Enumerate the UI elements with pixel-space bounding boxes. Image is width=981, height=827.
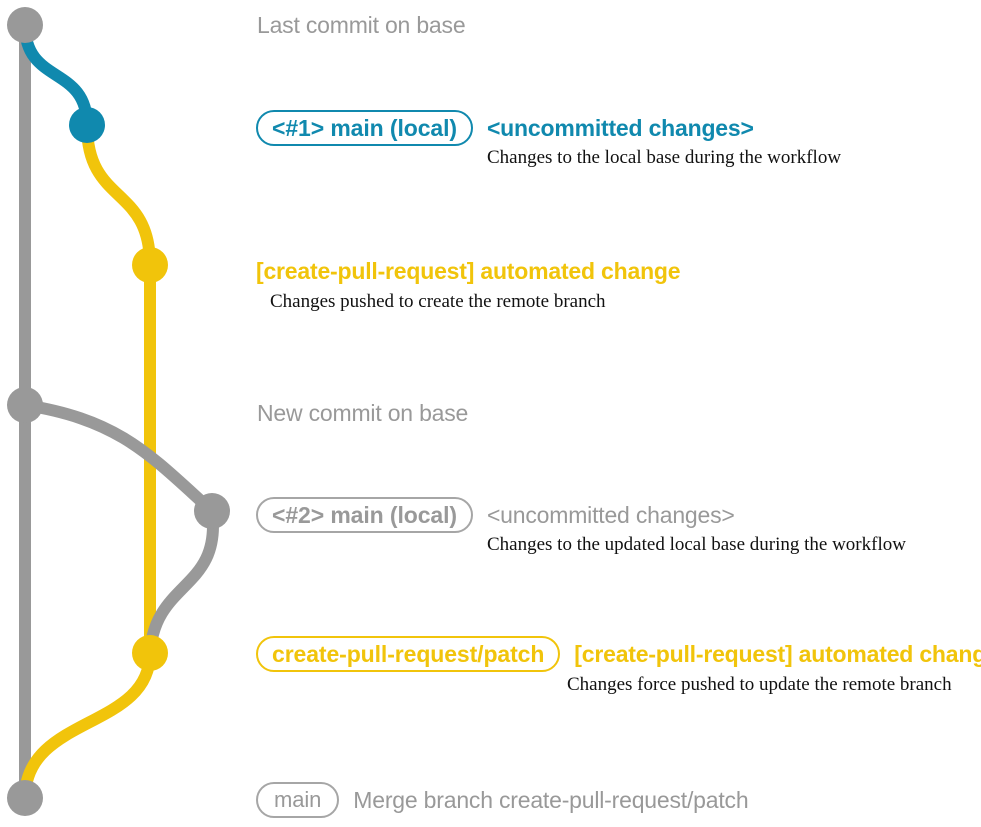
node-local-2[interactable] <box>194 493 230 529</box>
subject-remote-2: [create-pull-request] automated change <box>574 641 981 667</box>
badge-remote-2[interactable]: create-pull-request/patch <box>256 636 561 672</box>
row-remote-1: [create-pull-request] automated change <box>256 253 681 289</box>
local-branch-line-2 <box>19 399 218 517</box>
node-remote-1[interactable] <box>132 247 168 283</box>
local-to-remote-line-2 <box>144 505 220 659</box>
remote-branch-line-1 <box>81 119 156 271</box>
commit-graph <box>7 7 230 816</box>
node-base-last[interactable] <box>7 7 43 43</box>
subject-local-1: <uncommitted changes> <box>486 115 754 141</box>
node-local-1[interactable] <box>69 107 105 143</box>
note-remote-1: Changes pushed to create the remote bran… <box>270 291 606 312</box>
heading-last-commit-on-base: Last commit on base <box>257 12 466 38</box>
note-local-2: Changes to the updated local base during… <box>487 534 906 555</box>
note-local-1: Changes to the local base during the wor… <box>487 147 842 168</box>
local-branch-line-1 <box>19 19 93 131</box>
row-remote-2: create-pull-request/patch [create-pull-r… <box>256 636 981 672</box>
badge-local-2[interactable]: <#2> main (local) <box>256 497 473 533</box>
subject-remote-1: [create-pull-request] automated change <box>256 258 681 284</box>
node-base-new[interactable] <box>7 387 43 423</box>
node-remote-2[interactable] <box>132 635 168 671</box>
row-local-2: <#2> main (local) <uncommitted changes> <box>256 497 735 533</box>
row-local-1: <#1> main (local) <uncommitted changes> <box>256 110 754 146</box>
subject-merge: Merge branch create-pull-request/patch <box>353 787 749 813</box>
badge-local-1[interactable]: <#1> main (local) <box>256 110 473 146</box>
note-remote-2: Changes force pushed to update the remot… <box>567 674 952 695</box>
badge-merge-main[interactable]: main <box>256 782 340 818</box>
row-merge: main Merge branch create-pull-request/pa… <box>256 782 749 818</box>
heading-new-commit-on-base: New commit on base <box>257 400 469 426</box>
subject-local-2: <uncommitted changes> <box>486 502 735 528</box>
node-merge-final[interactable] <box>7 780 43 816</box>
merge-line <box>19 647 156 804</box>
